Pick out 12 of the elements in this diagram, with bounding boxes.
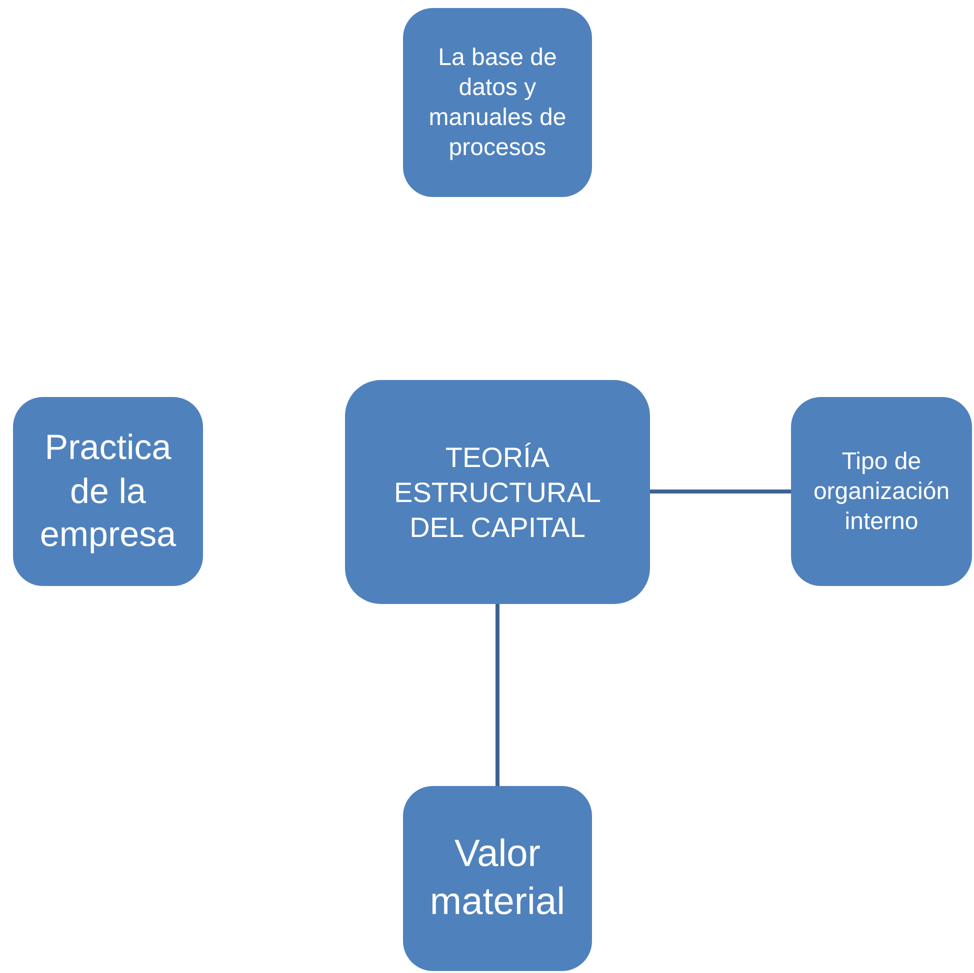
rounded-box bbox=[791, 397, 972, 586]
rounded-box bbox=[13, 397, 203, 586]
node-label: Practica de la empresa bbox=[38, 426, 178, 556]
connector-line bbox=[496, 604, 500, 786]
rounded-box bbox=[345, 380, 650, 604]
node-label: TEORÍA ESTRUCTURAL DEL CAPITAL bbox=[393, 440, 602, 544]
rounded-box bbox=[403, 8, 592, 197]
node-label: Valor material bbox=[428, 832, 566, 924]
rounded-box bbox=[403, 786, 592, 971]
node-label: Tipo de organización interno bbox=[812, 446, 951, 536]
connector-line bbox=[650, 490, 791, 494]
node-label: La base de datos y manuales de procesos bbox=[428, 42, 568, 162]
